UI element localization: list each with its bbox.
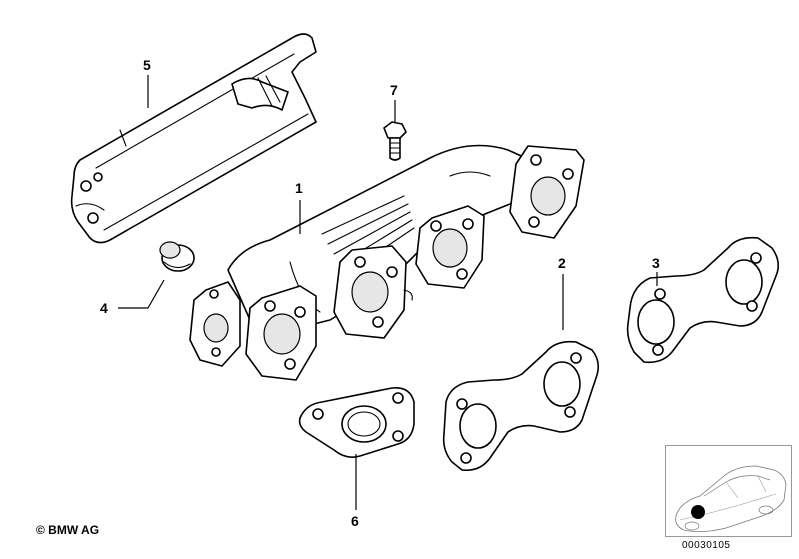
callout-5: 5 xyxy=(143,57,151,73)
exhaust-manifold-part xyxy=(189,144,585,381)
bolt-part xyxy=(383,121,407,161)
callout-3: 3 xyxy=(652,255,660,271)
callout-4: 4 xyxy=(100,300,108,316)
copyright-text: © BMW AG xyxy=(36,523,100,537)
leader-lines xyxy=(118,75,658,510)
vehicle-location-thumbnail xyxy=(665,445,792,537)
callout-1: 1 xyxy=(295,180,303,196)
car-outline-icon xyxy=(675,465,787,532)
location-marker-icon xyxy=(691,505,705,519)
heat-shield-part xyxy=(70,33,317,244)
double-gasket-part xyxy=(442,340,600,472)
triangular-gasket-part xyxy=(298,386,415,458)
callout-2: 2 xyxy=(558,255,566,271)
leader-line-4 xyxy=(118,279,165,309)
callout-6: 6 xyxy=(351,513,359,529)
rubber-mount-part xyxy=(159,241,195,272)
diagram-reference-number: 00030105 xyxy=(682,540,731,551)
callout-7: 7 xyxy=(390,82,398,98)
double-gasket-part-b xyxy=(626,236,780,364)
